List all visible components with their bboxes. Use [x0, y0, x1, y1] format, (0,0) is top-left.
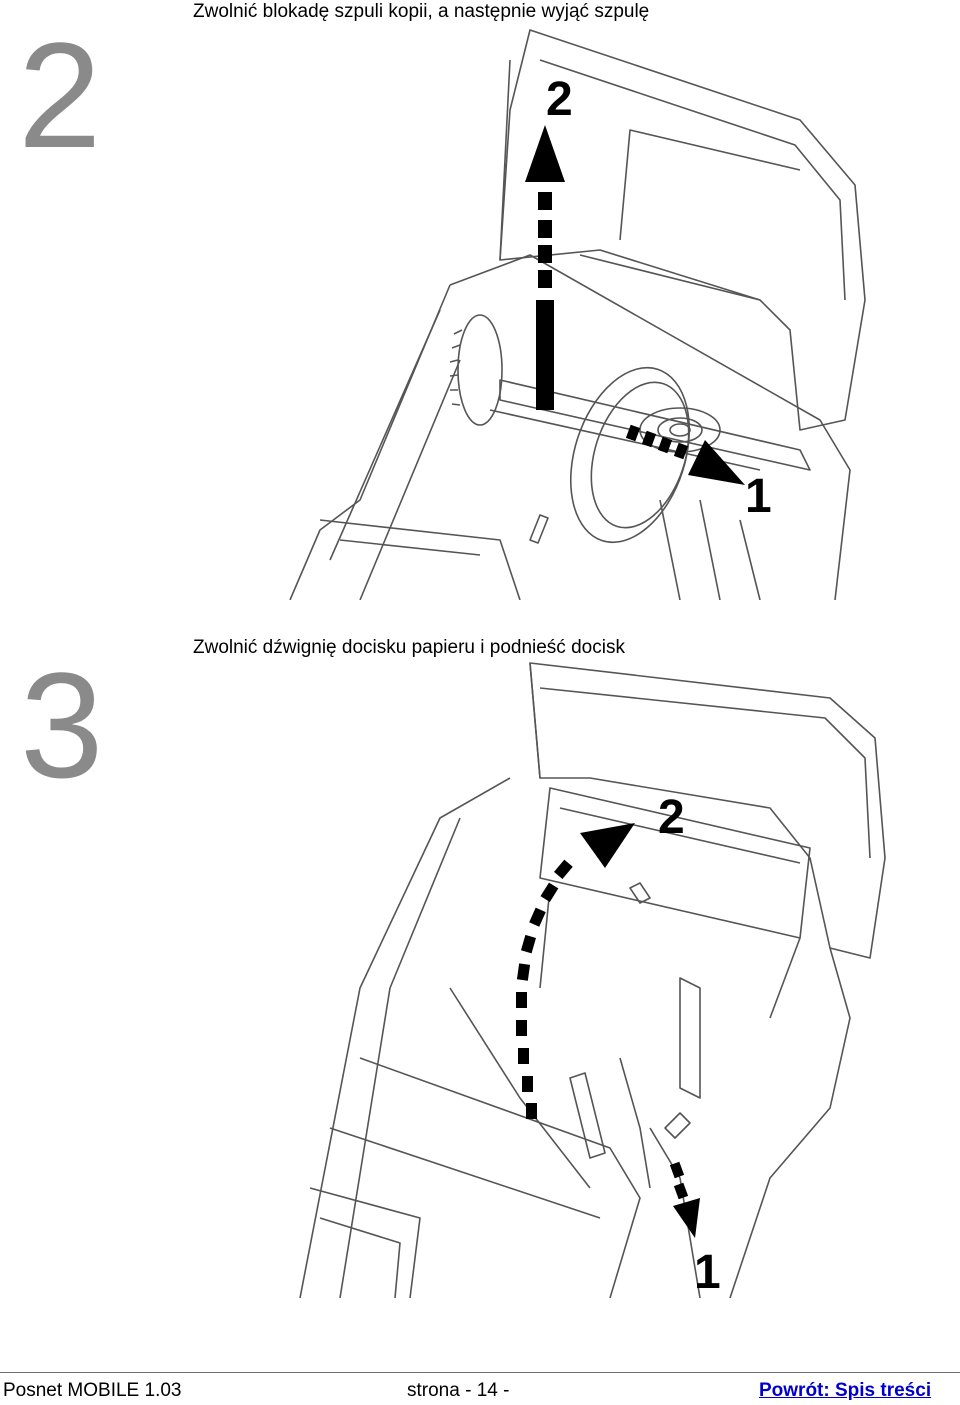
arrow-label-1: 1 [745, 470, 772, 523]
footer-divider [0, 1372, 960, 1373]
printer-illustration-paper-lever: 2 1 [299, 662, 886, 1298]
step-title: Zwolnić dźwignię docisku papieru i podni… [193, 637, 625, 658]
arrow-label-1: 1 [694, 1246, 721, 1298]
printer-illustration-spool: 2 1 [289, 29, 866, 600]
arrow-label-2: 2 [546, 73, 573, 126]
footer-toc-link[interactable]: Powrót: Spis treści [759, 1380, 932, 1401]
step-title: Zwolnić blokadę szpuli kopii, a następni… [193, 1, 650, 22]
step-number: 3 [20, 641, 104, 809]
footer-page-number: strona - 14 - [407, 1380, 510, 1401]
arrow-label-2: 2 [658, 791, 685, 844]
footer-product: Posnet MOBILE 1.03 [3, 1380, 182, 1401]
step-number: 2 [18, 11, 102, 179]
